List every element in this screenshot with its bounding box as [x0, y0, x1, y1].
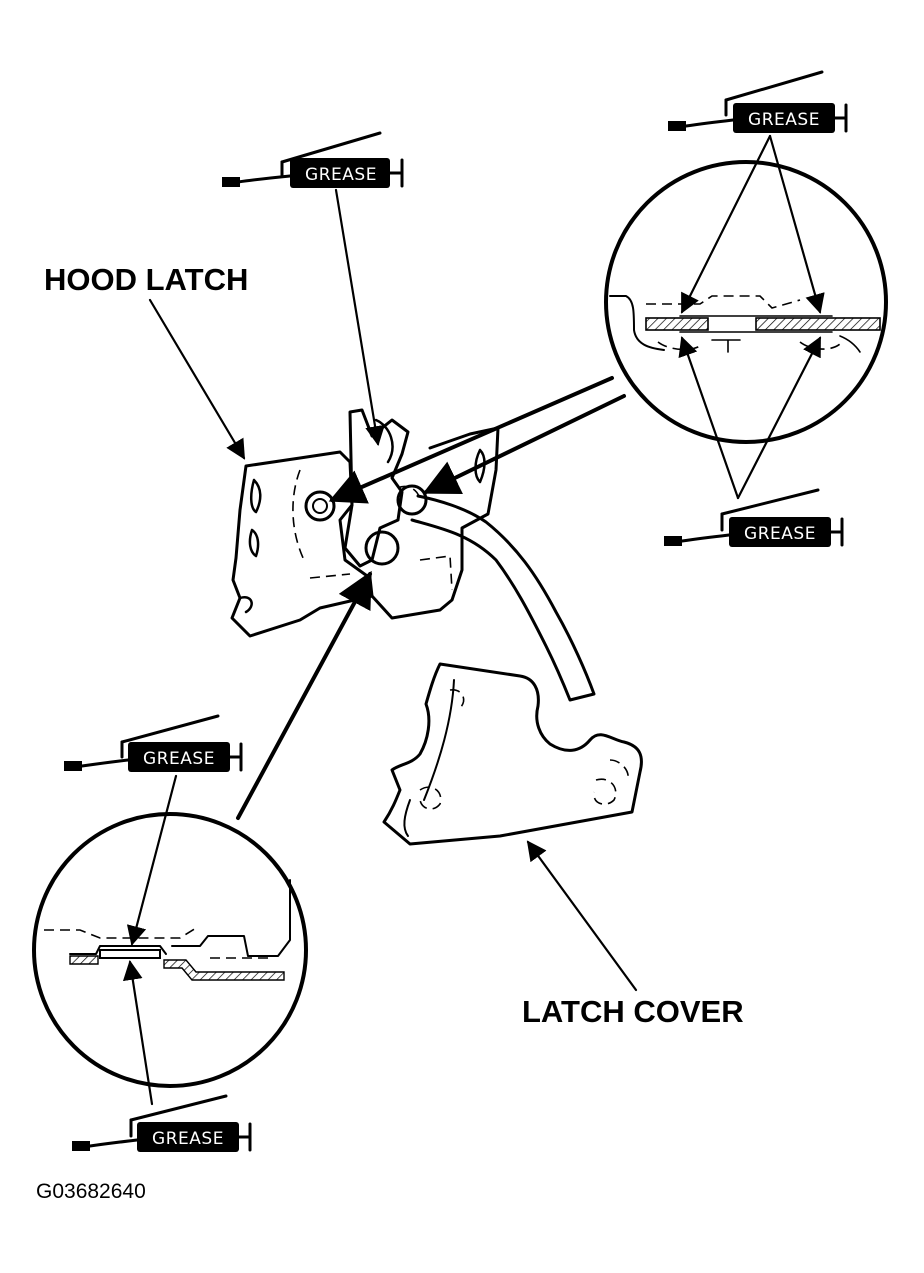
arrow-icon [126, 774, 178, 946]
arrow-icon [526, 840, 638, 992]
arrow-icon [736, 336, 822, 500]
arrow-icon [678, 336, 740, 500]
grease-gun-top-right: GREASE [668, 70, 848, 133]
grease-gun-icon [64, 714, 243, 772]
grease-label: GREASE [744, 524, 816, 544]
latch-cover [382, 662, 643, 846]
arrow-icon [122, 960, 154, 1106]
grease-label: GREASE [748, 110, 820, 130]
latch-cover-label: LATCH COVER [522, 994, 744, 1029]
detail-circle-bottom-left [32, 570, 372, 1088]
grease-gun-icon [72, 1094, 252, 1152]
grease-gun-bottom-left: GREASE [72, 1094, 252, 1152]
arrow-icon [768, 134, 825, 314]
figure-id: G03682640 [36, 1180, 146, 1203]
grease-gun-icon [222, 131, 404, 188]
grease-gun-icon [664, 488, 844, 547]
magnifier-circle-icon [32, 812, 308, 1088]
grease-label: GREASE [152, 1129, 224, 1149]
grease-gun-top-center: GREASE [222, 131, 404, 188]
grease-gun-left-middle: GREASE [64, 714, 243, 772]
magnifier-circle-icon [604, 160, 888, 444]
hood-latch-assembly [230, 408, 596, 702]
hood-latch-label: HOOD LATCH [44, 262, 248, 297]
grease-gun-right-middle: GREASE [664, 488, 844, 547]
arrow-icon [680, 134, 772, 314]
grease-label: GREASE [143, 749, 215, 769]
detail-circle-top-right [328, 160, 888, 504]
grease-gun-icon [668, 70, 848, 133]
arrow-icon [334, 188, 385, 446]
arrow-icon [148, 298, 246, 460]
grease-label: GREASE [305, 165, 377, 185]
